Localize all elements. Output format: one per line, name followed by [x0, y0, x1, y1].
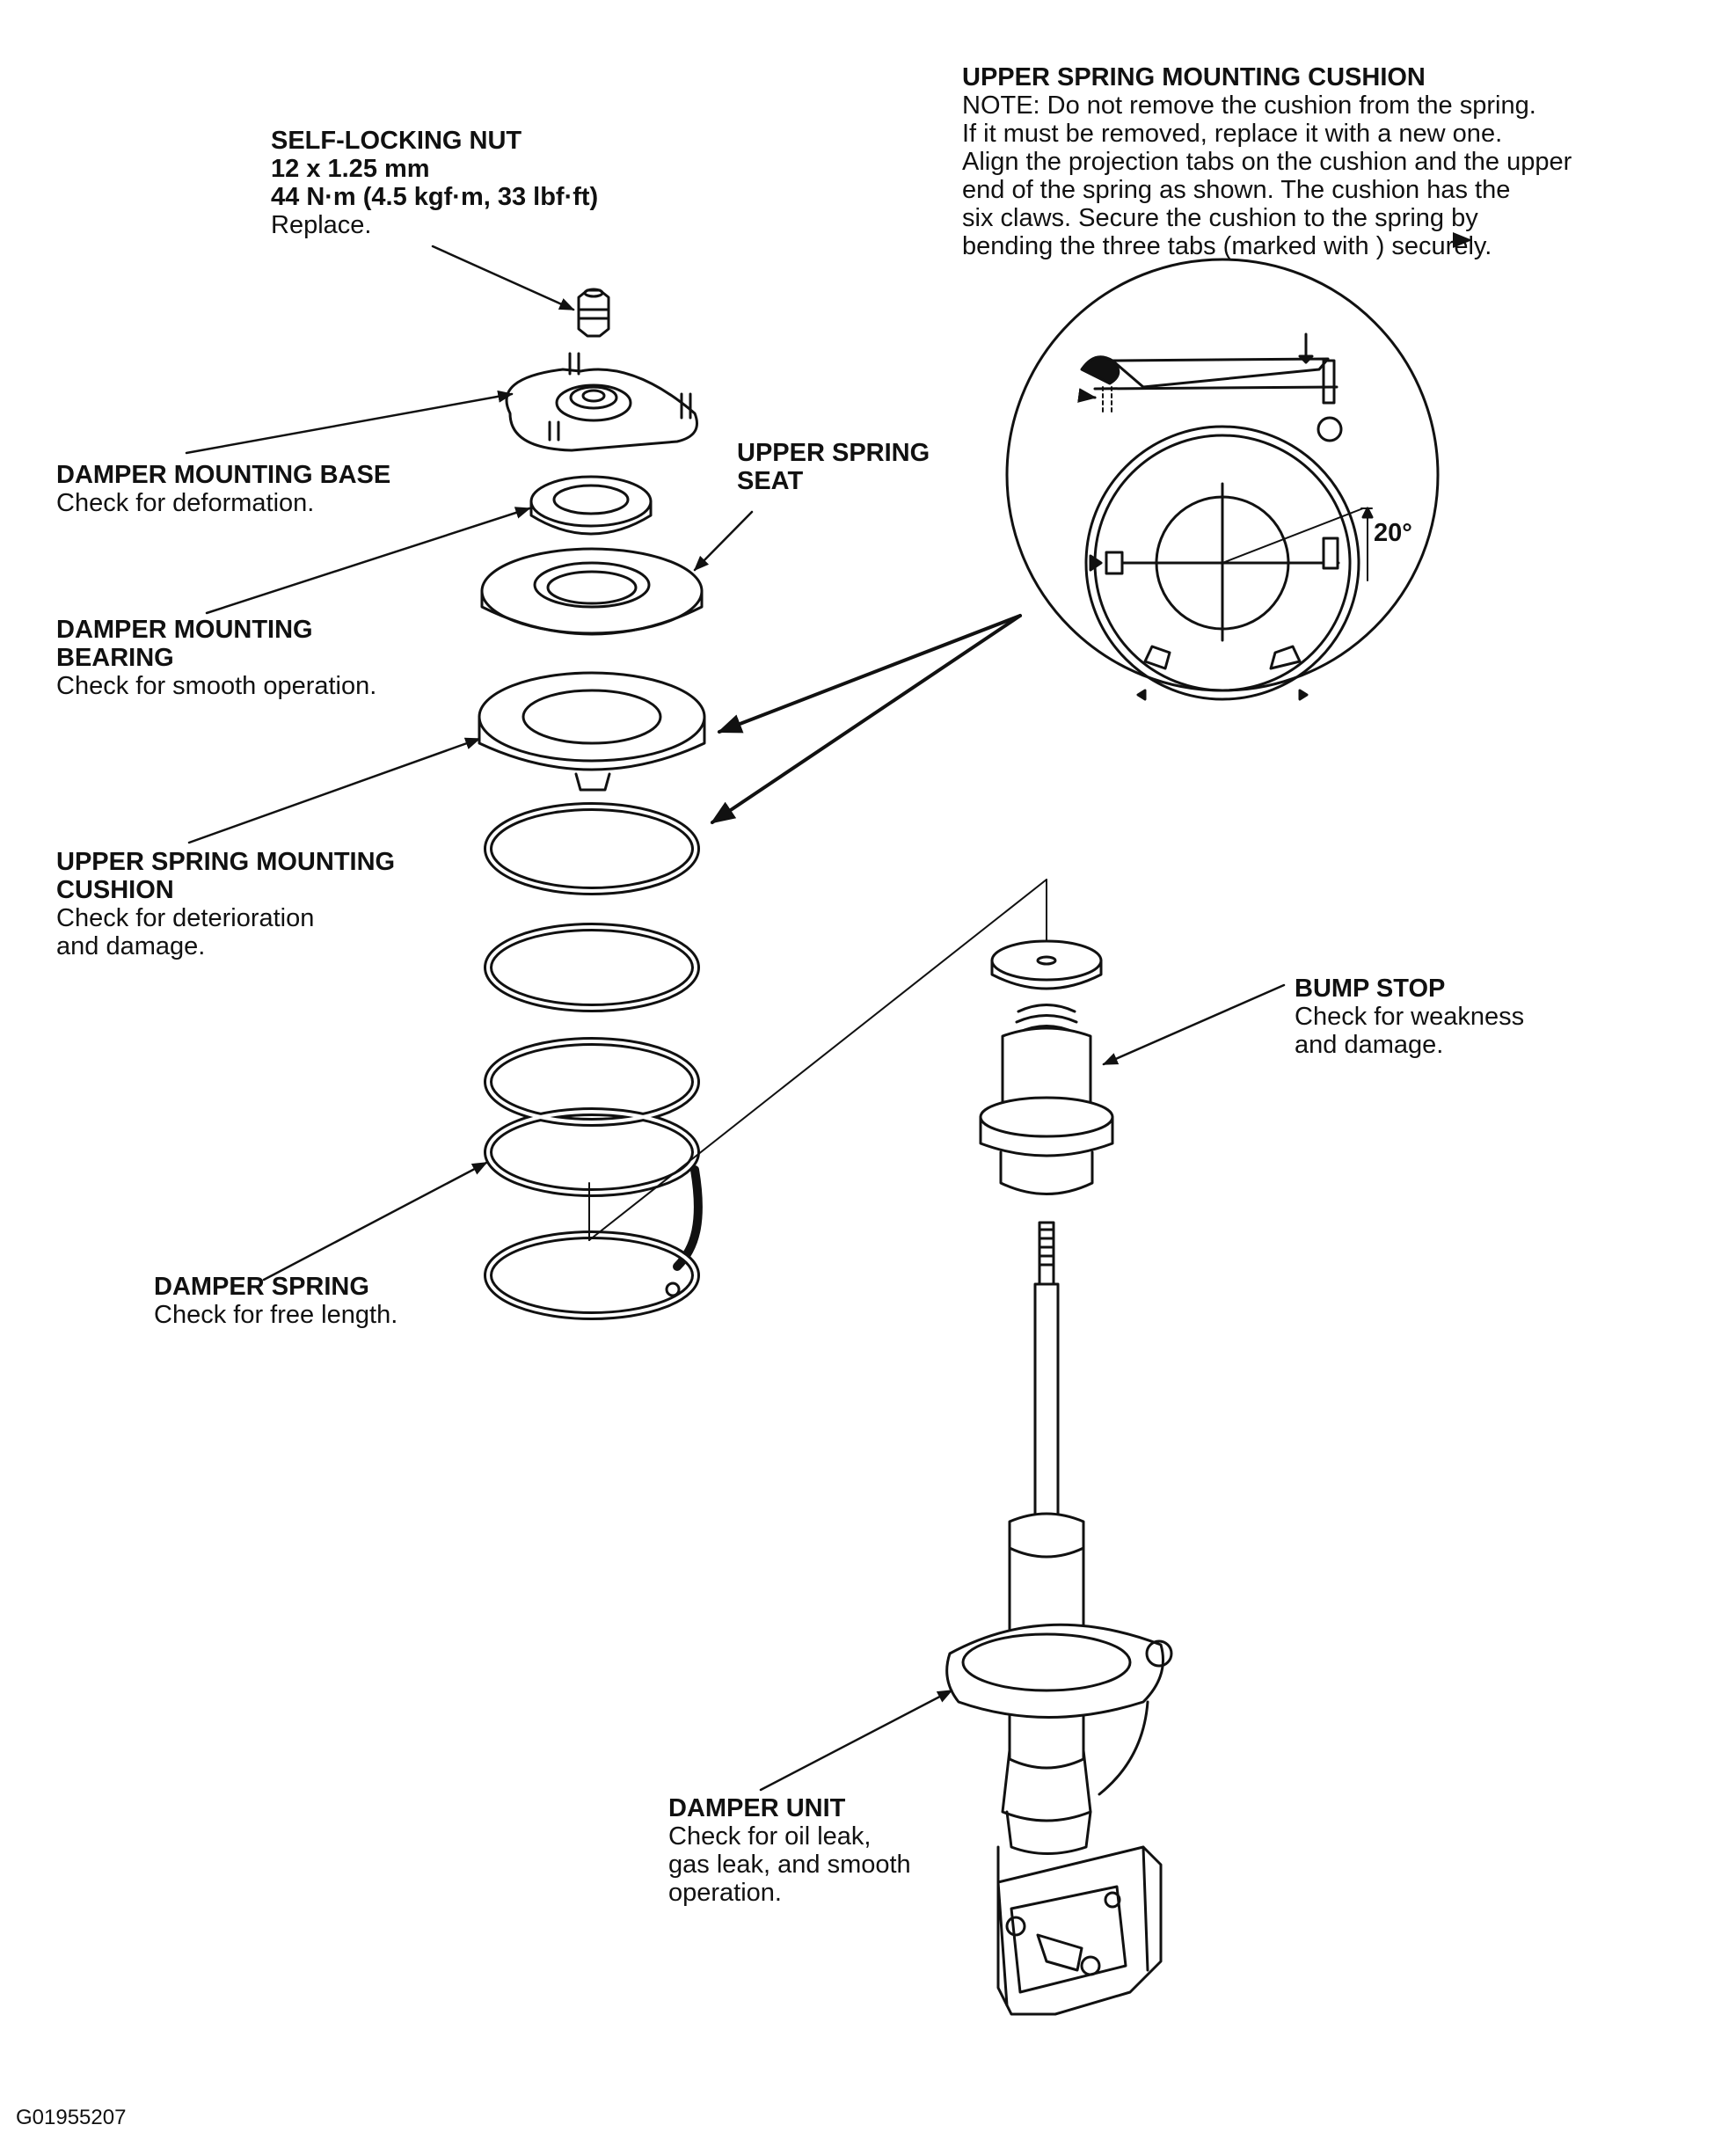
damper-unit-note-2: gas leak, and smooth [668, 1851, 911, 1879]
self-locking-nut-title: SELF-LOCKING NUT [271, 127, 522, 155]
upper-spring-mounting-cushion-callout: UPPER SPRING MOUNTING CUSHION Check for … [56, 848, 395, 960]
bump-stop-note-2: and damage. [1295, 1031, 1444, 1059]
detail-note-title: UPPER SPRING MOUNTING CUSHION [962, 63, 1426, 91]
damper-spring-title: DAMPER SPRING [154, 1273, 369, 1301]
upper-spring-mounting-cushion-note-2: and damage. [56, 932, 206, 960]
upper-spring-seat-title-1: UPPER SPRING [737, 439, 930, 467]
upper-spring-mounting-cushion-part [478, 671, 706, 792]
damper-unit-callout: DAMPER UNIT Check for oil leak, gas leak… [668, 1794, 911, 1907]
damper-mounting-bearing-note: Check for smooth operation. [56, 672, 377, 700]
angle-label-20-degrees: 20° [1374, 519, 1412, 547]
damper-unit-part [945, 1221, 1173, 2016]
bump-stop-title: BUMP STOP [1295, 975, 1446, 1003]
damper-mounting-bearing-part [529, 475, 653, 536]
self-locking-nut-part [577, 288, 610, 338]
damper-unit-note-1: Check for oil leak, [668, 1822, 872, 1851]
detail-note-line-6: bending the three tabs (marked with ) se… [962, 232, 1492, 260]
figure-id: G01955207 [16, 2106, 127, 2129]
upper-spring-mounting-cushion-note-1: Check for deterioration [56, 904, 315, 932]
self-locking-nut-torque: 44 N·m (4.5 kgf·m, 33 lbf·ft) [271, 183, 599, 211]
detail-note-line-5: six claws. Secure the cushion to the spr… [962, 204, 1478, 232]
leader-lines [185, 245, 1286, 1792]
damper-mounting-bearing-title-2: BEARING [56, 644, 174, 672]
self-locking-nut-size: 12 x 1.25 mm [271, 155, 430, 183]
detail-circle-view [1005, 258, 1440, 701]
upper-spring-mounting-cushion-title-2: CUSHION [56, 876, 174, 904]
upper-spring-seat-part [480, 547, 704, 636]
damper-spring-callout: DAMPER SPRING Check for free length. [154, 1273, 398, 1329]
self-locking-nut-callout: SELF-LOCKING NUT 12 x 1.25 mm 44 N·m (4.… [271, 127, 598, 239]
detail-note-line-2: If it must be removed, replace it with a… [962, 120, 1503, 148]
upper-spring-mounting-cushion-title-1: UPPER SPRING MOUNTING [56, 848, 396, 876]
damper-mounting-base-title: DAMPER MOUNTING BASE [56, 461, 391, 489]
damper-unit-note-3: operation. [668, 1879, 782, 1907]
upper-spring-mounting-cushion-note-block: UPPER SPRING MOUNTING CUSHION NOTE: Do n… [962, 63, 1736, 260]
upper-spring-seat-callout: UPPER SPRING SEAT [737, 439, 930, 495]
tab-marker-icon [1453, 232, 1472, 248]
damper-mounting-base-callout: DAMPER MOUNTING BASE Check for deformati… [56, 461, 390, 517]
bump-stop-part [979, 939, 1114, 1195]
detail-note-line-4: end of the spring as shown. The cushion … [962, 176, 1511, 204]
damper-mounting-bearing-callout: DAMPER MOUNTING BEARING Check for smooth… [56, 616, 376, 700]
damper-mounting-base-part [505, 352, 698, 452]
detail-note-line-3: Align the projection tabs on the cushion… [962, 148, 1572, 176]
damper-mounting-base-note: Check for deformation. [56, 489, 315, 517]
detail-note-line-1: NOTE: Do not remove the cushion from the… [962, 91, 1536, 120]
damper-mounting-bearing-title-1: DAMPER MOUNTING [56, 616, 313, 644]
self-locking-nut-note: Replace. [271, 211, 372, 239]
damper-spring-part [484, 802, 703, 1320]
upper-spring-seat-title-2: SEAT [737, 467, 804, 495]
damper-unit-title: DAMPER UNIT [668, 1794, 846, 1822]
bump-stop-note-1: Check for weakness [1295, 1003, 1525, 1031]
damper-spring-note: Check for free length. [154, 1301, 398, 1329]
bump-stop-callout: BUMP STOP Check for weakness and damage. [1295, 975, 1524, 1059]
